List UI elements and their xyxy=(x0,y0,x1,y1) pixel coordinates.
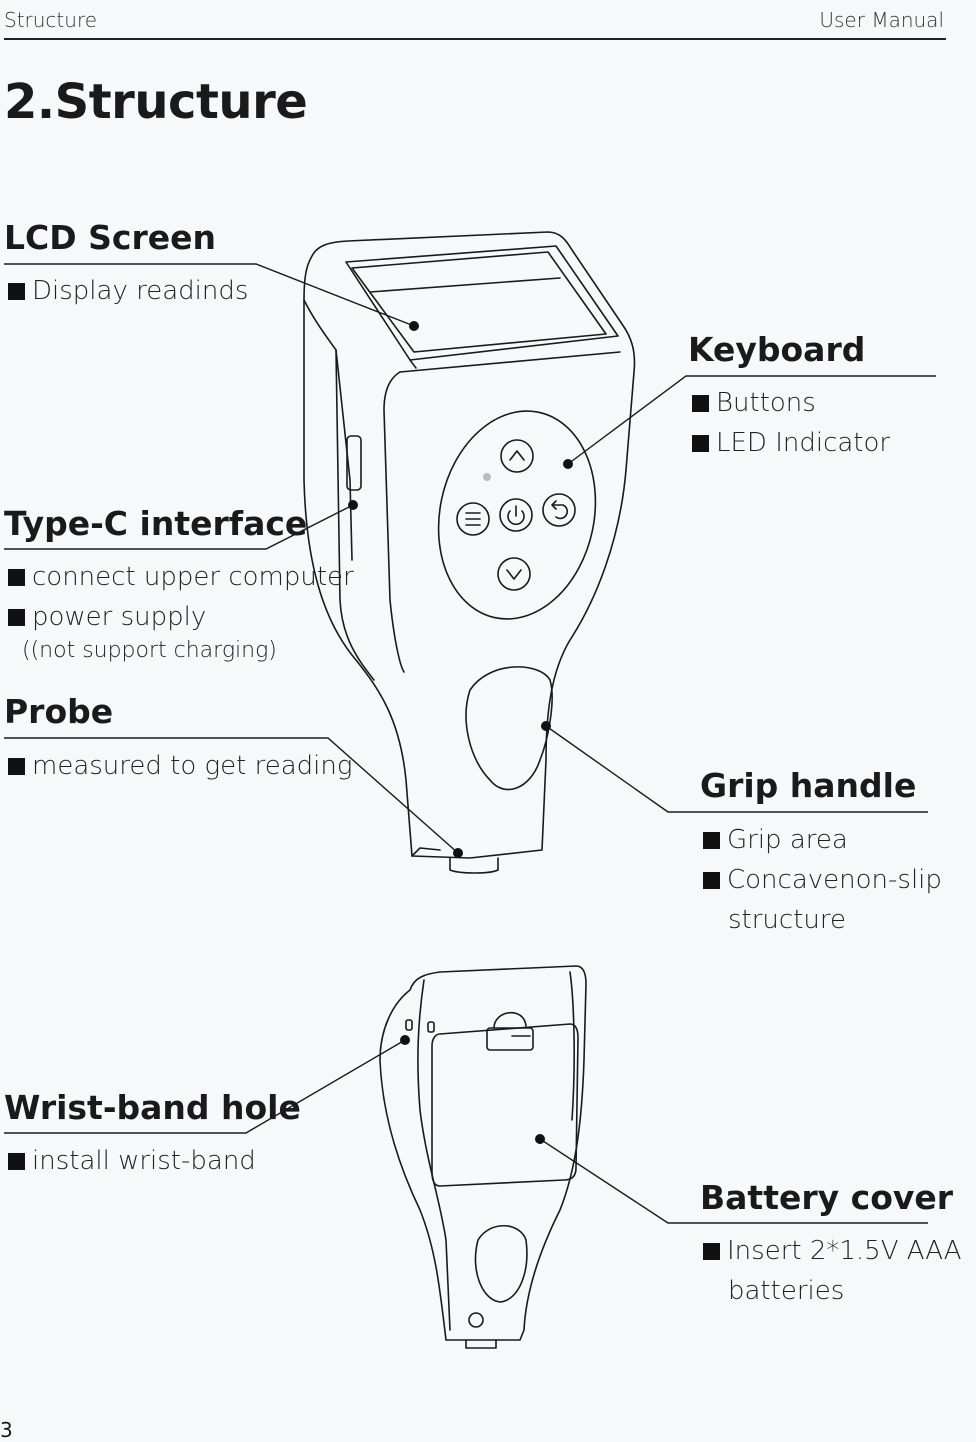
down-button xyxy=(497,557,531,591)
grip-title: Grip handle xyxy=(700,766,917,805)
keypad-oval xyxy=(437,410,597,620)
grip-item-2: Concavenon-slip xyxy=(703,865,942,895)
bullet-square xyxy=(692,435,709,452)
lcd-bezel xyxy=(345,245,619,361)
bullet-square xyxy=(8,569,25,586)
battery-latch xyxy=(486,1027,534,1051)
keyboard-item-2: LED Indicator xyxy=(692,428,890,458)
probe-leader xyxy=(4,737,459,854)
battery-leader xyxy=(539,1138,928,1224)
battery-item-1: Insert 2*1.5V AAA xyxy=(703,1236,962,1266)
keyboard-item-1: Buttons xyxy=(692,388,816,418)
typec-item-2: power supply xyxy=(8,602,206,632)
battery-cover-title: Battery cover xyxy=(700,1178,954,1217)
page-number: 3 xyxy=(0,1418,13,1442)
keyboard-leader xyxy=(567,375,936,465)
typec-leader xyxy=(4,504,354,550)
probe-item-1: measured to get reading xyxy=(8,751,352,781)
battery-cover-outline xyxy=(431,1023,579,1187)
lcd-item-1: Display readinds xyxy=(8,276,248,306)
bullet-square xyxy=(8,758,25,775)
typec-note: ((not support charging) xyxy=(22,638,277,663)
back-button xyxy=(542,493,576,527)
bullet-square xyxy=(8,609,25,626)
lcd-leader xyxy=(4,263,415,327)
grip-leader-dot xyxy=(541,721,551,731)
lcd-screen-glass xyxy=(351,251,607,353)
keyboard-title: Keyboard xyxy=(688,330,866,369)
power-button xyxy=(499,498,533,532)
bullet-square xyxy=(8,1153,25,1170)
wrist-band-title: Wrist-band hole xyxy=(4,1088,301,1127)
wrist-item-1: install wrist-band xyxy=(8,1146,256,1176)
device-front-body xyxy=(303,231,636,859)
lcd-screen-title: LCD Screen xyxy=(4,218,216,257)
wrist-leader-dot xyxy=(400,1035,410,1045)
typec-item-1: connect upper computer xyxy=(8,562,354,592)
typec-title: Type-C interface xyxy=(4,504,308,543)
running-header-right: User Manual xyxy=(819,8,944,32)
bullet-square xyxy=(703,832,720,849)
menu-button xyxy=(456,502,490,536)
page-title: 2.Structure xyxy=(4,74,308,130)
battery-item-1-continuation: batteries xyxy=(728,1276,845,1306)
battery-leader-dot xyxy=(535,1134,545,1144)
keyboard-leader-dot xyxy=(563,459,573,469)
up-button xyxy=(500,439,534,473)
bullet-square xyxy=(703,872,720,889)
probe-tip xyxy=(449,857,499,874)
typec-leader-dot xyxy=(348,500,358,510)
wrist-leader xyxy=(4,1039,406,1134)
bullet-square xyxy=(692,395,709,412)
header-rule xyxy=(4,38,946,40)
lcd-leader-dot xyxy=(409,321,419,331)
led-indicator xyxy=(483,473,491,481)
grip-recess xyxy=(465,666,553,791)
grip-item-2-continuation: structure xyxy=(728,905,846,935)
bullet-square xyxy=(703,1243,720,1260)
grip-leader xyxy=(545,725,928,813)
wrist-band-hole xyxy=(405,1019,413,1031)
grip-item-1: Grip area xyxy=(703,825,848,855)
probe-title: Probe xyxy=(4,692,114,731)
leader-lines xyxy=(4,263,936,1224)
running-header-left: Structure xyxy=(4,8,98,32)
bullet-square xyxy=(8,283,25,300)
probe-leader-dot xyxy=(453,848,463,858)
type-c-port xyxy=(346,435,362,491)
device-back-body xyxy=(379,965,587,1341)
